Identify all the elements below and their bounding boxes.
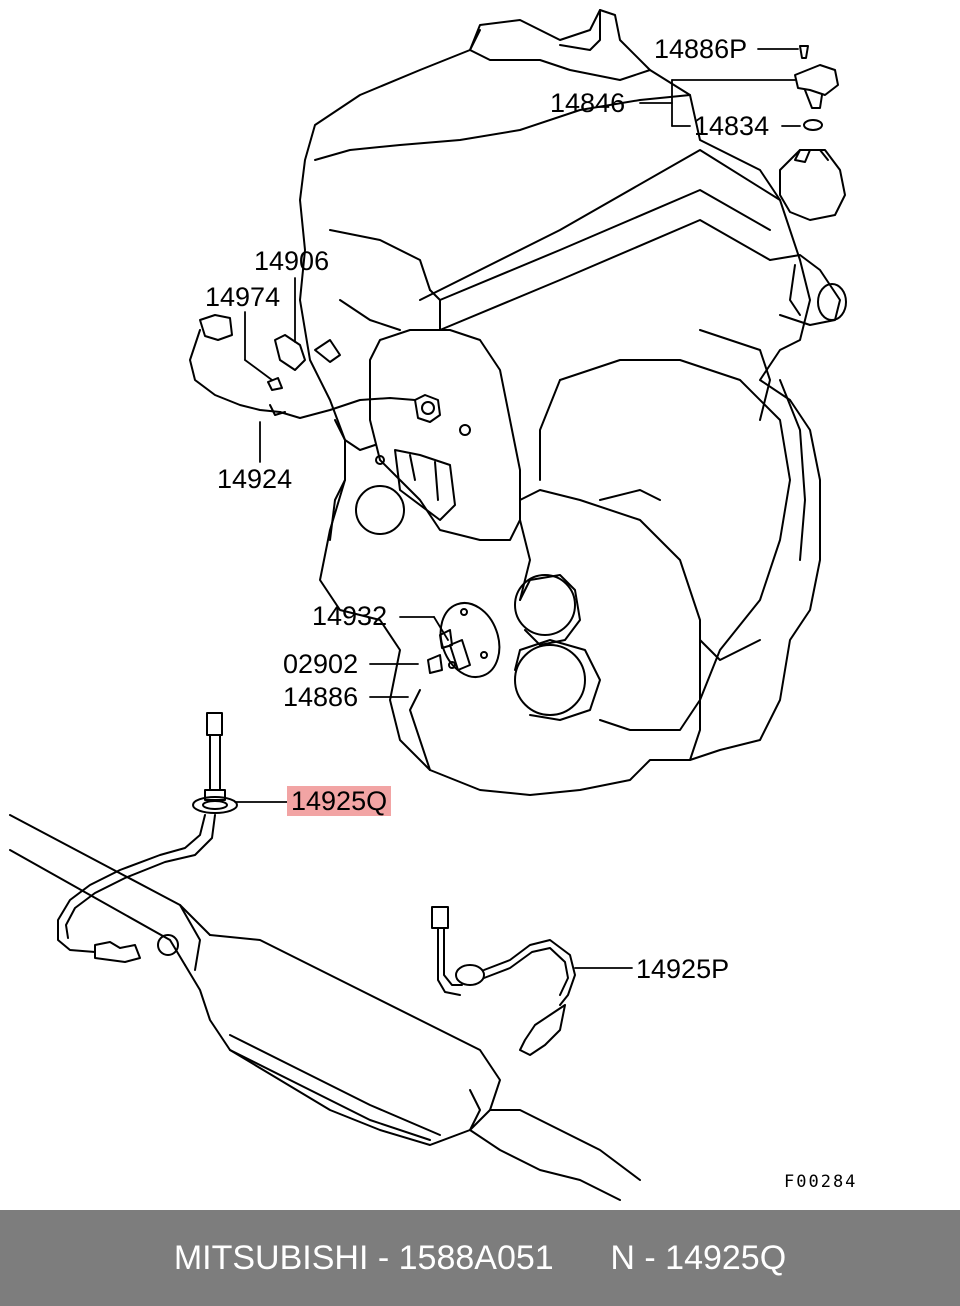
callout-14886P: 14886P <box>654 34 748 64</box>
figure-code: F00284 <box>784 1172 858 1192</box>
exhaust-catalytic-converter <box>10 815 640 1200</box>
leader-lines <box>235 49 800 968</box>
oxygen-sensor-14925p <box>432 907 575 1055</box>
oxygen-sensor-14925q <box>58 713 237 962</box>
footer-brand: MITSUBISHI <box>173 1238 369 1277</box>
callout-14906: 14906 <box>254 246 330 276</box>
engine-block <box>300 10 846 795</box>
footer-ref-prefix: N - <box>610 1238 666 1277</box>
footer-bar: MITSUBISHI - 1588A051 N - 14925Q <box>0 1210 960 1306</box>
cam-position-sensor-parts <box>780 46 845 220</box>
callout-02902: 02902 <box>283 649 359 679</box>
callout-14932: 14932 <box>312 601 388 631</box>
footer-separator: - <box>368 1238 399 1277</box>
footer-gap <box>554 1239 611 1278</box>
knock-sensor-harness <box>190 315 415 418</box>
engine-exploded-diagram <box>0 0 960 1210</box>
footer-ref: 14925Q <box>665 1238 787 1277</box>
callout-14925P: 14925P <box>636 954 730 984</box>
footer-part-number: 1588A051 <box>398 1238 554 1277</box>
callout-14886: 14886 <box>283 682 359 712</box>
callout-14834: 14834 <box>694 111 770 141</box>
callout-14925Q-highlighted: 14925Q <box>287 786 392 816</box>
callout-14974: 14974 <box>205 282 281 312</box>
callout-14924: 14924 <box>217 464 293 494</box>
callout-14846: 14846 <box>550 88 626 118</box>
